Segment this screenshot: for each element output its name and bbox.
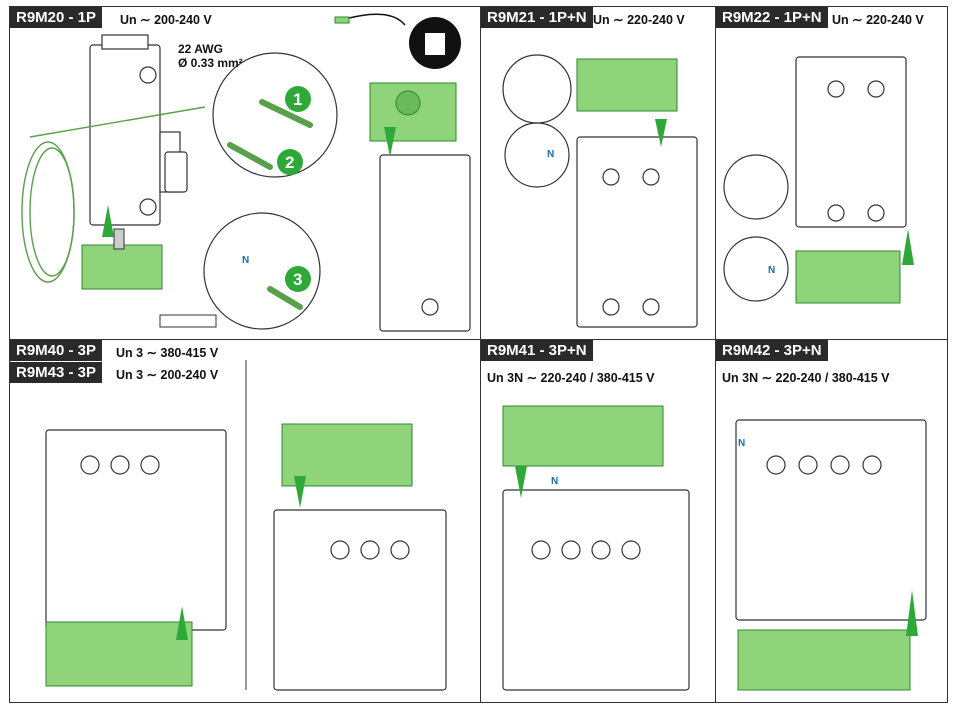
arrow-down-icon [515, 466, 527, 498]
model-label: R9M42 - 3P+N [716, 340, 828, 361]
sensor-icon [795, 250, 901, 304]
r9m41-illustration: N [502, 405, 690, 691]
panel-r9m21: N R9M21 - 1P+N Un ∼ 220-240 V [480, 6, 716, 340]
voltage-label: Un ∼ 220-240 V [593, 13, 685, 27]
voltage-label: Un 3N ∼ 220-240 / 380-415 V [722, 371, 890, 385]
model-label: R9M40 - 3P [10, 340, 103, 361]
r9m22-illustration: N [723, 56, 914, 304]
sensor-icon [737, 629, 911, 691]
recycle-bin-icon [409, 17, 461, 69]
sensor-icon [576, 58, 678, 112]
arrow-up-icon [902, 229, 914, 265]
model-label: R9M41 - 3P+N [481, 340, 593, 361]
sensor-icon [45, 621, 193, 687]
r9m42-illustration: N [735, 419, 927, 691]
panel-r9m42: N R9M42 - 3P+N Un 3N ∼ 220-240 / 380-415… [715, 339, 948, 703]
breaker-icon [89, 34, 188, 226]
panel-r9m40-r9m43: R9M40 - 3P Un 3 ∼ 380-415 V R9M43 - 3P U… [9, 339, 481, 703]
r9m40-illustration [45, 360, 447, 691]
voltage-label: Un 3N ∼ 220-240 / 380-415 V [487, 371, 655, 385]
n-label: N [738, 438, 745, 449]
step-1: 1 [293, 90, 302, 109]
arrow-down-icon [655, 119, 667, 147]
panel-r9m41: N R9M41 - 3P+N Un 3N ∼ 220-240 / 380-415… [480, 339, 716, 703]
model-label: R9M20 - 1P [10, 7, 103, 28]
sensor-icon [281, 423, 413, 487]
r9m20-illustration: 1 2 3 N [21, 13, 471, 332]
panel-r9m22: N R9M22 - 1P+N Un ∼ 220-240 V [715, 6, 948, 340]
n-label: N [768, 265, 775, 276]
model-label: R9M43 - 3P [10, 362, 103, 383]
model-label: R9M22 - 1P+N [716, 7, 828, 28]
voltage-label: Un ∼ 200-240 V [120, 13, 212, 27]
model-label: R9M21 - 1P+N [481, 7, 593, 28]
arrow-down-icon [294, 476, 306, 508]
panel-r9m20: 1 2 3 N [9, 6, 481, 340]
arrow-up-icon [102, 205, 114, 237]
arrow-down-icon [384, 127, 396, 157]
voltage-label: Un ∼ 220-240 V [832, 13, 924, 27]
voltage-label: Un 3 ∼ 200-240 V [116, 368, 219, 382]
step-3: 3 [293, 270, 302, 289]
arrow-up-icon [906, 590, 918, 636]
n-label: N [551, 476, 558, 487]
awg-label: 22 AWG [178, 42, 223, 56]
n-label: N [547, 149, 554, 160]
sensor-icon [369, 82, 457, 142]
sensor-icon [502, 405, 664, 467]
diameter-label: Ø 0.33 mm² [178, 56, 243, 70]
step-2: 2 [285, 153, 294, 172]
n-label: N [242, 255, 249, 266]
r9m21-illustration: N [502, 54, 698, 328]
arrow-up-icon [176, 606, 188, 640]
voltage-label: Un 3 ∼ 380-415 V [116, 346, 219, 360]
sensor-icon [81, 228, 163, 290]
